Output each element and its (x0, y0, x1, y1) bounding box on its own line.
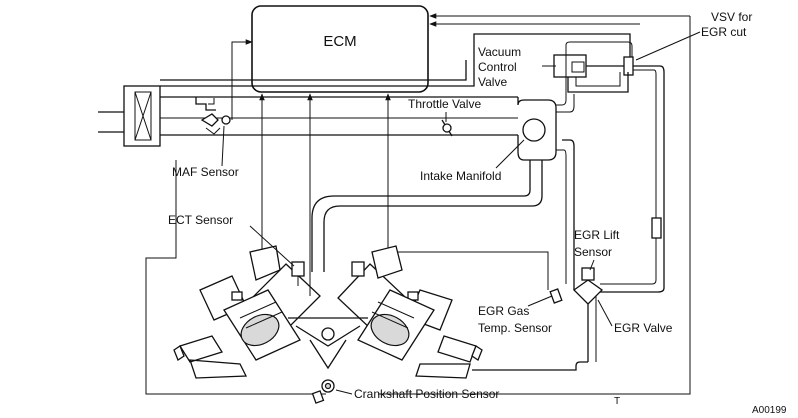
vcv-label-line3: Valve (478, 75, 507, 89)
egr-valve-assembly (472, 139, 604, 371)
egr-lift-leader (589, 259, 595, 271)
signal-wires (145, 13, 691, 395)
egr-lift-label-line1: EGR Lift (574, 228, 620, 242)
egr-valve-leader (597, 299, 613, 327)
vcv-label-line2: Control (478, 60, 517, 74)
throttle-valve (441, 119, 453, 137)
maf-sensor (195, 97, 231, 135)
ect-leader (249, 225, 295, 267)
intake-manifold (311, 97, 557, 272)
ect-sensor-label: ECT Sensor (168, 213, 233, 227)
crankshaft-sensor-label: Crankshaft Position Sensor (354, 387, 499, 401)
intake-manifold-label: Intake Manifold (420, 169, 501, 183)
vacuum-control-valve (553, 54, 629, 93)
vsv-leader (635, 31, 701, 61)
engine-block (173, 245, 483, 404)
maf-leader (221, 125, 225, 167)
vcv-label-line1: Vacuum (478, 45, 521, 59)
corner-mark: T (614, 396, 620, 407)
labels: VSV for EGR cut Vacuum Control Valve Thr… (168, 10, 787, 416)
vacuum-line-to-intake (556, 41, 633, 113)
egr-gas-temp-leader (527, 295, 553, 307)
ecm-label: ECM (323, 33, 356, 50)
egr-lift-label-line2: Sensor (574, 245, 612, 259)
crankshaft-leader (335, 389, 353, 395)
throttle-valve-label: Throttle Valve (408, 97, 481, 111)
vsv-label-line2: EGR cut (701, 25, 747, 39)
air-cleaner (98, 85, 161, 147)
vsv-label-line1: VSV for (711, 10, 752, 24)
ecm-unit: ECM (251, 5, 429, 93)
egr-gas-temp-label-line2: Temp. Sensor (478, 321, 552, 335)
egr-gas-temp-sensor (549, 288, 563, 304)
maf-sensor-label: MAF Sensor (172, 165, 239, 179)
egr-gas-temp-label-line1: EGR Gas (478, 304, 529, 318)
egr-valve-label: EGR Valve (614, 321, 673, 335)
intake-duct (160, 96, 518, 136)
vsv-for-egr-cut (600, 56, 665, 293)
intake-manifold-leader (495, 139, 525, 169)
figure-code: A00199 (752, 405, 787, 416)
